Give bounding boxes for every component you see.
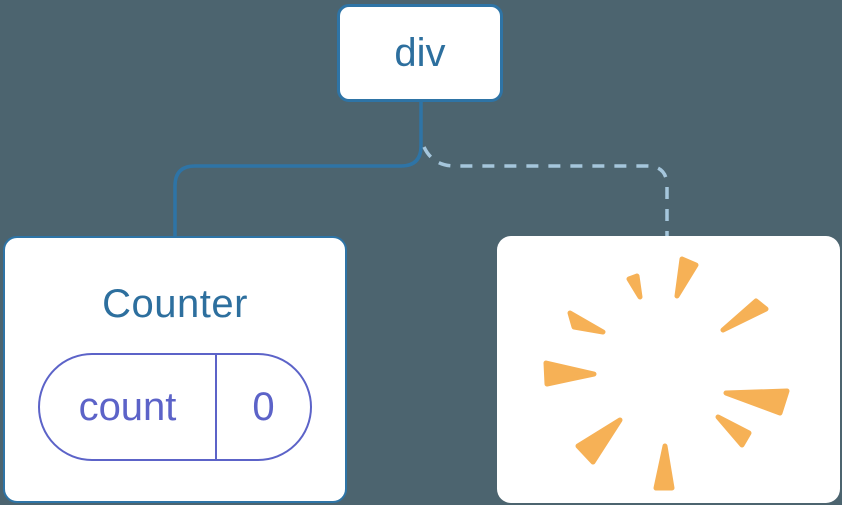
tree-node-counter: Counter count 0 xyxy=(3,236,347,503)
dashed-edge-to-poof xyxy=(422,146,669,240)
tree-node-div-label: div xyxy=(394,30,446,75)
counter-node-title: Counter xyxy=(102,282,248,326)
tree-node-div: div xyxy=(337,4,503,102)
solid-edge-to-counter xyxy=(173,101,423,240)
poof-burst-icon xyxy=(543,256,790,491)
state-badge-value: 0 xyxy=(252,384,275,429)
state-badge: count 0 xyxy=(38,353,312,461)
tree-node-poof xyxy=(497,236,840,503)
state-badge-key: count xyxy=(40,355,217,459)
